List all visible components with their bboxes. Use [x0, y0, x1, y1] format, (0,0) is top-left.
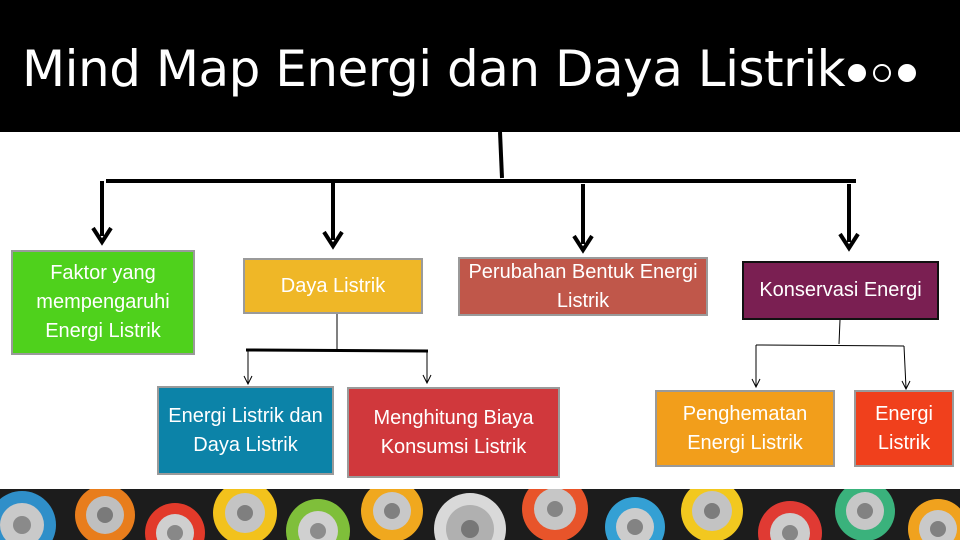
konservasi-horizontal [755, 344, 905, 347]
hollow-dot-icon [873, 64, 891, 82]
node-energi-daya: Energi Listrik dan Daya Listrik [157, 386, 334, 475]
daya-horizontal [245, 348, 429, 353]
node-perubahan: Perubahan Bentuk Energi Listrik [458, 257, 708, 316]
node-penghematan: Penghematan Energi Listrik [655, 390, 835, 467]
node-menghitung: Menghitung Biaya Konsumsi Listrik [347, 387, 560, 478]
trunk-line [498, 131, 504, 179]
node-energi-daya-label: Energi Listrik dan Daya Listrik [168, 404, 323, 456]
node-faktor: Faktor yang mempengaruhi Energi Listrik [11, 250, 195, 355]
node-perubahan-label: Perubahan Bentuk Energi Listrik [468, 260, 698, 312]
node-energi-listrik-label: Energi Listrik [875, 402, 933, 454]
node-menghitung-label: Menghitung Biaya Konsumsi Listrik [373, 406, 534, 458]
filled-dot-icon [848, 64, 866, 82]
node-penghematan-label: Penghematan Energi Listrik [682, 402, 808, 454]
node-konservasi-label: Konservasi Energi [759, 279, 922, 301]
node-konservasi: Konservasi Energi [742, 261, 939, 320]
battery-ends-graphic [0, 489, 960, 540]
node-faktor-label: Faktor yang mempengaruhi Energi Listrik [36, 262, 170, 342]
page-title: Mind Map Energi dan Daya Listrik [22, 40, 846, 98]
node-energi-listrik: Energi Listrik [854, 390, 954, 467]
node-daya-label: Daya Listrik [280, 274, 386, 297]
node-daya: Daya Listrik [243, 258, 423, 314]
batteries-photo-strip [0, 489, 960, 540]
filled-dot-icon [898, 64, 916, 82]
title-dots [848, 64, 916, 82]
title-bar: Mind Map Energi dan Daya Listrik [0, 0, 960, 132]
konservasi-stem [838, 319, 841, 345]
